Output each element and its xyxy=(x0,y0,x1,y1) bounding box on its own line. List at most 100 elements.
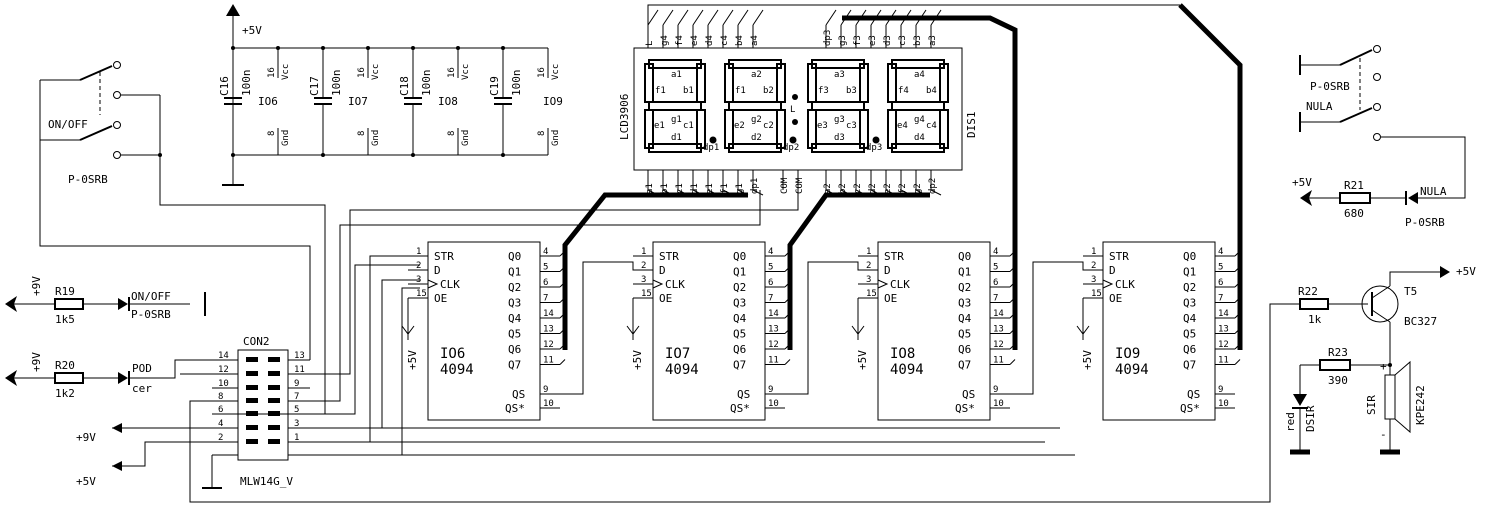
svg-text:IO7: IO7 xyxy=(348,95,368,108)
ic-q-label: Q5 xyxy=(733,328,746,341)
display-bottom-pin-label: COM xyxy=(795,177,805,194)
display-bottom-pin-label: b2 xyxy=(838,183,848,194)
display-top-pin-label: g3 xyxy=(838,35,848,46)
ic-pin-label: OE xyxy=(1109,292,1122,305)
ic-pin-number: 3 xyxy=(866,275,871,285)
svg-text:100n: 100n xyxy=(330,70,343,97)
svg-text:1k5: 1k5 xyxy=(55,313,75,326)
connector-pin-left: 8 xyxy=(218,392,223,402)
connector-part: MLW14G_V xyxy=(240,475,293,488)
switch-left-onoff: ON/OFF P-0SRB xyxy=(40,61,162,186)
svg-text:Gnd: Gnd xyxy=(551,130,561,146)
supply-arrow xyxy=(226,4,240,16)
ic-pin-number: 15 xyxy=(641,289,652,299)
connector-pin-left: 12 xyxy=(218,365,229,375)
ic-q-label: Q4 xyxy=(508,312,522,325)
display-top-pin-label: a4 xyxy=(750,35,760,46)
segment-label: f1 xyxy=(655,86,666,96)
svg-text:Gnd: Gnd xyxy=(371,130,381,146)
connector-pin-left: 2 xyxy=(218,433,223,443)
ic-qs-label: QS xyxy=(737,388,750,401)
ic-q-label: Q0 xyxy=(733,250,746,263)
ic-pin-number: 13 xyxy=(768,325,779,335)
switch-right-nula: P-0SRB NULA xyxy=(1299,45,1466,199)
ic-q-label: Q7 xyxy=(508,359,521,372)
svg-text:R22: R22 xyxy=(1298,285,1318,298)
ic-part: 4094 xyxy=(890,362,924,378)
ic-q-label: Q5 xyxy=(1183,328,1196,341)
connector-pin-left: 4 xyxy=(218,419,223,429)
display-top-pin-label: d4 xyxy=(705,35,715,46)
ic-q-label: Q7 xyxy=(958,359,971,372)
segment-label: dp1 xyxy=(703,143,719,153)
svg-text:8: 8 xyxy=(447,131,457,136)
connector-wiring: +9V +5V xyxy=(39,80,1300,503)
display-bottom-pin-label: dp1 xyxy=(750,178,760,194)
ic-vcc-label: +5V xyxy=(406,350,419,370)
svg-text:16: 16 xyxy=(537,67,547,78)
svg-text:1k: 1k xyxy=(1308,313,1322,326)
ic-ref: IO8 xyxy=(890,346,915,362)
segment-label: f1 xyxy=(735,86,746,96)
ic-pin-number: 2 xyxy=(416,261,421,271)
ic-pin-number: 9 xyxy=(1218,385,1223,395)
ic-q-label: Q6 xyxy=(508,343,521,356)
ic-ref: IO6 xyxy=(440,346,465,362)
ic-pin-number: 5 xyxy=(1218,263,1223,273)
svg-text:680: 680 xyxy=(1344,207,1364,220)
ic-qs-label: QS xyxy=(512,388,525,401)
ic-pin-number: 3 xyxy=(1091,275,1096,285)
svg-text:IO8: IO8 xyxy=(438,95,458,108)
connector-pin-right: 3 xyxy=(294,419,299,429)
led-circuit-r19: +9V R19 1k5 ON/OFF P-0SRB xyxy=(5,276,206,326)
ic-pin-number: 7 xyxy=(1218,294,1223,304)
ic-pin-number: 15 xyxy=(1091,289,1102,299)
segment-label: dp2 xyxy=(783,143,799,153)
svg-text:C17: C17 xyxy=(308,76,321,96)
svg-text:-: - xyxy=(1380,428,1387,441)
segment-label: c2 xyxy=(763,121,774,131)
ic-q-label: Q1 xyxy=(733,266,746,279)
ic-q-label: Q4 xyxy=(1183,312,1197,325)
display-top-pin-label: g4 xyxy=(660,35,670,46)
ic-pin-number: 14 xyxy=(543,309,554,319)
ic-q-label: Q6 xyxy=(958,343,971,356)
ic-pin-number: 11 xyxy=(1218,356,1229,366)
display-bottom-pin-label: d1 xyxy=(690,183,700,194)
ic-q-label: Q0 xyxy=(1183,250,1196,263)
ic-pin-label: STR xyxy=(434,250,454,263)
segment-label: a4 xyxy=(914,70,925,80)
right-switch-type: P-0SRB xyxy=(1310,80,1350,93)
display-top-pin-label: d3 xyxy=(883,35,893,46)
ic-q-label: Q7 xyxy=(733,359,746,372)
ic-qsn-label: QS* xyxy=(955,402,975,415)
ic-pin-label: CLK xyxy=(1115,278,1135,291)
ic-pin-label: OE xyxy=(434,292,447,305)
segment-label: b1 xyxy=(683,86,694,96)
svg-text:red: red xyxy=(1284,412,1297,432)
svg-text:+9V: +9V xyxy=(30,352,43,372)
segment-label: e4 xyxy=(897,121,908,131)
colon-dot-upper xyxy=(792,94,798,100)
ic-pin-number: 7 xyxy=(993,294,998,304)
svg-text:8: 8 xyxy=(537,131,547,136)
svg-text:ON/OFF: ON/OFF xyxy=(131,290,171,303)
display-top-wiring xyxy=(647,4,1180,40)
ic-vcc-label: +5V xyxy=(631,350,644,370)
segment-label: b3 xyxy=(846,86,857,96)
svg-text:C16: C16 xyxy=(218,76,231,96)
ic-pin-number: 1 xyxy=(1091,247,1096,257)
ic-pin-number: 5 xyxy=(993,263,998,273)
segment-label: g1 xyxy=(671,115,682,125)
svg-text:C18: C18 xyxy=(398,76,411,96)
segment-label: f3 xyxy=(818,86,829,96)
ic-qs-label: QS xyxy=(962,388,975,401)
svg-text:NULA: NULA xyxy=(1420,185,1447,198)
ic-pin-label: D xyxy=(884,264,891,277)
svg-text:8: 8 xyxy=(267,131,277,136)
ic-q-label: Q3 xyxy=(958,297,971,310)
ic-pin-number: 12 xyxy=(543,340,554,350)
supply-rail-label: +5V xyxy=(242,24,262,37)
